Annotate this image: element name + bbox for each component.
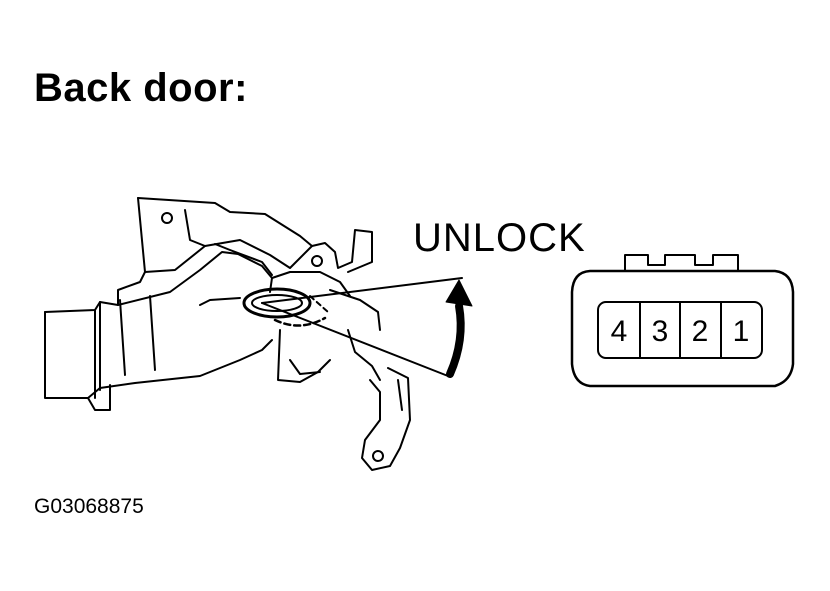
figure-code: G03068875	[34, 495, 144, 518]
connector	[570, 254, 795, 388]
pin-label: 3	[652, 315, 669, 348]
lock-lever-knob	[242, 287, 312, 319]
unlock-label: UNLOCK	[413, 216, 586, 260]
mount-hole	[161, 212, 173, 224]
mount-hole	[311, 255, 323, 267]
connector-latch	[624, 254, 739, 272]
page-title: Back door:	[34, 66, 248, 110]
pin-label: 2	[692, 315, 709, 348]
pin-label: 1	[733, 315, 750, 348]
lever-lock-position-dashed	[273, 316, 327, 327]
link-pivot-hole	[372, 450, 384, 462]
door-lock-assembly	[44, 197, 463, 471]
connector-housing	[570, 269, 795, 388]
connector-pin-labels: 4 3 2 1	[611, 315, 750, 348]
lock-reference-line	[261, 302, 449, 377]
unlock-reference-line	[261, 277, 463, 304]
lock-lever-inner	[251, 294, 303, 312]
unlock-arrow	[445, 279, 473, 378]
pin-label: 4	[611, 315, 628, 348]
